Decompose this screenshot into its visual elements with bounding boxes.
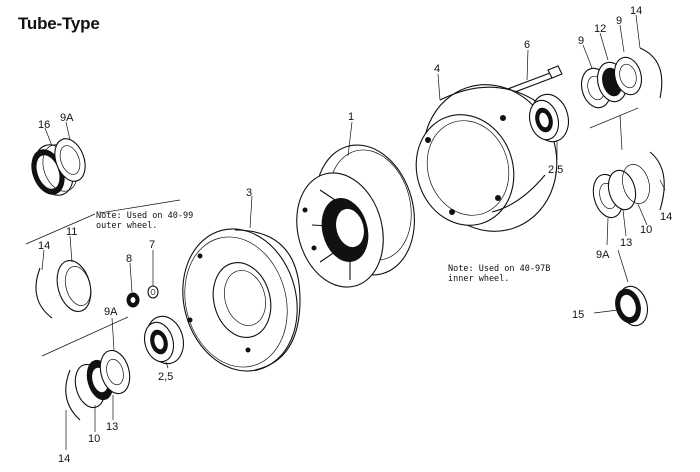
- label-part-10-bottom: 10: [88, 433, 100, 445]
- label-part-14-left: 14: [38, 240, 50, 252]
- label-part-13-right: 13: [620, 237, 632, 249]
- label-part-2-5-left: 2,5: [158, 371, 173, 383]
- label-part-9a-mid: 9A: [104, 306, 118, 318]
- label-part-7: 7: [149, 239, 155, 251]
- label-part-9-top-b: 9: [616, 15, 622, 27]
- part-stack-upper-right: [580, 47, 663, 109]
- label-part-14-right: 14: [660, 211, 672, 223]
- label-part-6: 6: [524, 39, 530, 51]
- leader-lines: [25, 14, 666, 450]
- label-part-13-bottom: 13: [106, 421, 118, 433]
- label-part-8: 8: [126, 253, 132, 265]
- part-stack-mid-right: [592, 151, 665, 219]
- label-part-10-right: 10: [640, 224, 652, 236]
- part-stack-left-mid: [35, 259, 92, 319]
- part-3-wheel: [182, 228, 301, 372]
- part-7-washer: [147, 285, 159, 299]
- note-outer-line1: Note: Used on 40-99: [96, 211, 193, 221]
- label-part-4: 4: [434, 63, 440, 75]
- label-part-9-top-a: 9: [578, 35, 584, 47]
- note-outer-line2: outer wheel.: [96, 221, 157, 231]
- note-inner-line2: inner wheel.: [448, 274, 509, 284]
- part-9a-washer-left: [54, 138, 86, 182]
- label-part-3: 3: [246, 187, 252, 199]
- part-2-5-bearing-right: [528, 93, 570, 143]
- label-part-9a-left: 9A: [60, 112, 74, 124]
- label-part-1: 1: [348, 111, 354, 123]
- part-4-drum: [415, 84, 558, 232]
- label-part-14-top: 14: [630, 5, 642, 17]
- part-1-hub: [296, 144, 415, 288]
- label-part-9a-right: 9A: [596, 249, 610, 261]
- part-8-nut: [126, 292, 140, 308]
- part-2-5-bearing-left: [143, 315, 185, 365]
- label-part-16: 16: [38, 119, 50, 131]
- label-part-2-5-right: 2,5: [548, 164, 563, 176]
- part-stack-left-lower: [65, 349, 131, 421]
- note-inner-line1: Note: Used on 40-97B: [448, 264, 550, 274]
- diagram-title: Tube-Type: [18, 14, 100, 33]
- label-part-15: 15: [572, 309, 584, 321]
- label-part-14-bottom: 14: [58, 453, 70, 465]
- label-part-11: 11: [66, 226, 77, 238]
- label-part-12: 12: [594, 23, 606, 35]
- part-15-seal: [615, 285, 649, 327]
